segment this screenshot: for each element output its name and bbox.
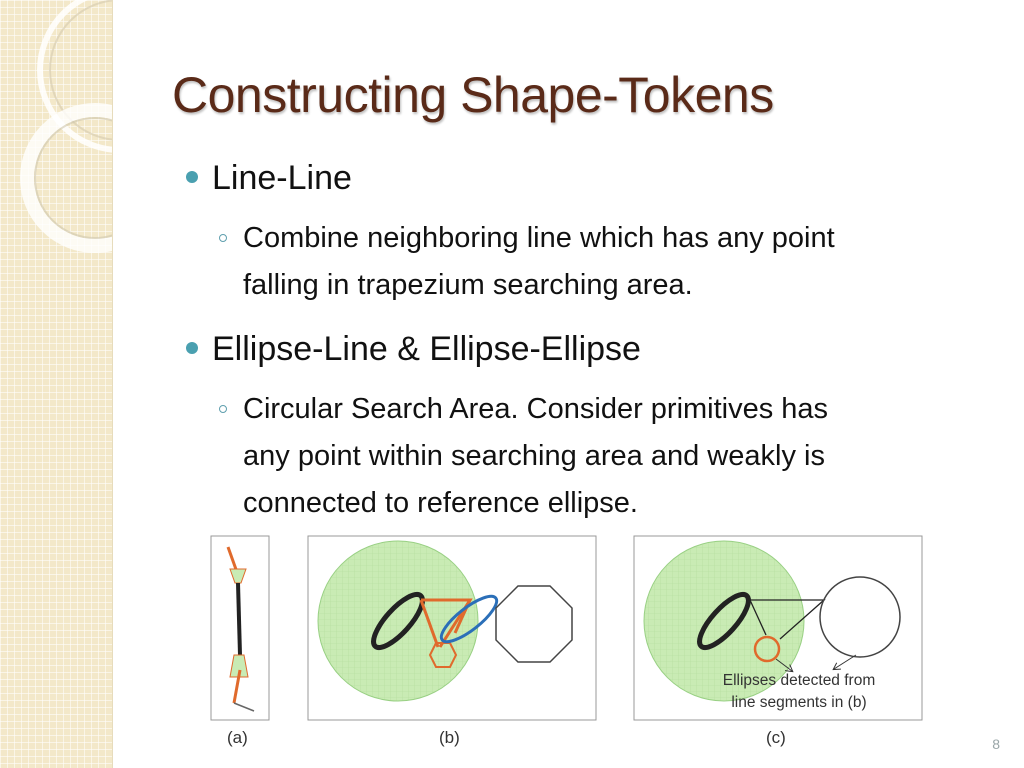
panel-b: [307, 535, 597, 721]
sub-bullet-ellipse: Circular Search Area. Consider primitive…: [216, 386, 1006, 527]
slide-title: Constructing Shape-Tokens: [172, 67, 774, 123]
bullet-line-line: Line-Line: [186, 158, 1006, 198]
figure-label-b: (b): [439, 728, 460, 747]
figure-drawing: [210, 535, 923, 721]
bullet-ellipse: Ellipse-Line & Ellipse-Ellipse: [186, 329, 1006, 369]
figure-label-c: (c): [766, 728, 786, 747]
sub-bullet-line-line: Combine neighboring line which has any p…: [216, 215, 1006, 309]
page-number: 8: [992, 736, 1000, 752]
figure-shape-tokens: (a) (b) (c) Ellipses detected from line …: [210, 535, 930, 747]
figure-annotation: Ellipses detected from line segments in …: [684, 670, 914, 714]
bullet-text: Ellipse-Line & Ellipse-Ellipse: [212, 330, 641, 368]
sub-bullet-line: Circular Search Area. Consider primitive…: [243, 393, 829, 425]
sub-bullet-line: connected to reference ellipse.: [243, 487, 638, 519]
figure-label-a: (a): [227, 728, 248, 747]
annotation-line: Ellipses detected from: [722, 672, 876, 689]
sub-bullet-line: falling in trapezium searching area.: [243, 269, 693, 301]
sub-bullet-ring-icon: [219, 405, 227, 413]
sub-bullet-ring-icon: [219, 234, 227, 242]
bullet-list: Line-Line Combine neighboring line which…: [186, 158, 1006, 527]
decorative-circles: [20, 0, 112, 253]
bullet-text: Line-Line: [212, 159, 352, 197]
sub-bullet-line: Combine neighboring line which has any p…: [243, 222, 835, 254]
annotation-line: line segments in (b): [731, 694, 867, 711]
sub-bullet-line: any point within searching area and weak…: [243, 440, 825, 472]
panel-c: [633, 535, 923, 721]
bullet-dot-icon: [186, 171, 198, 183]
bullet-dot-icon: [186, 342, 198, 354]
decorative-side-strip: [0, 0, 113, 768]
panel-a: [210, 535, 270, 721]
